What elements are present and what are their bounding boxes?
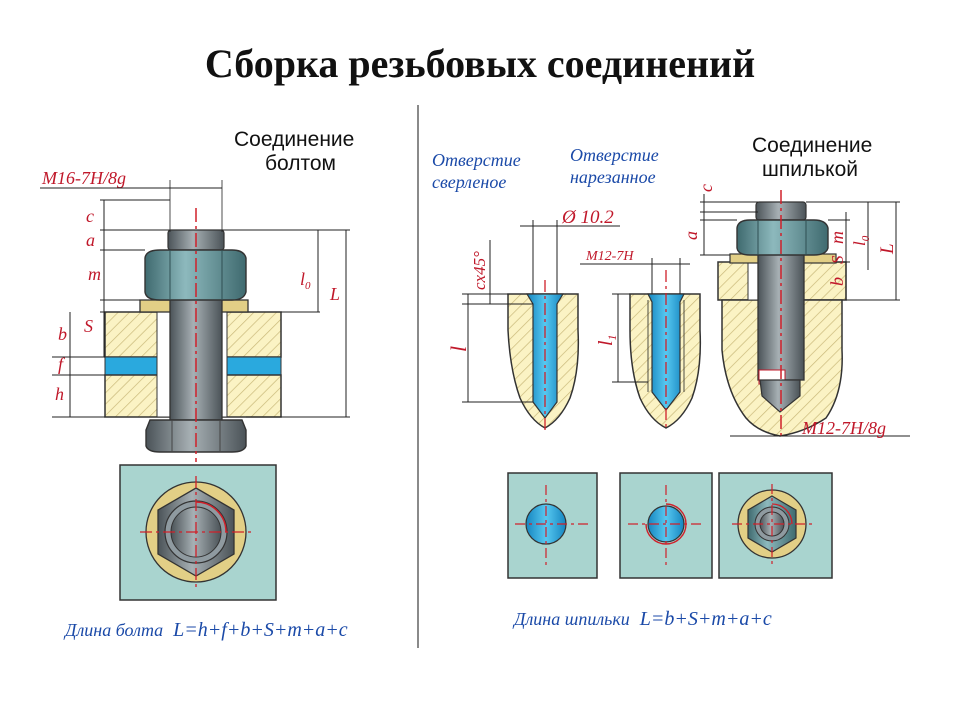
stud-top-view: [718, 472, 833, 579]
stud-nut: [736, 219, 829, 256]
bolt-dim-m: m: [88, 264, 101, 284]
stud-dim-S: S: [828, 255, 847, 264]
bolt-dim-S: S: [84, 316, 93, 336]
tapped-hole-top-view: [619, 472, 713, 579]
stud-connection-section: Соединение шпилькой: [512, 134, 910, 630]
drilled-hole-heading-line2: сверленое: [432, 172, 506, 192]
stud-dim-L: L: [877, 243, 898, 255]
drilled-hole-top-view: [507, 472, 598, 579]
bolt-nut: [144, 249, 247, 301]
bolt-top-view: [119, 464, 277, 601]
bolt-connection-section: Соединение болтом: [40, 128, 354, 641]
bolt-dim-L: L: [329, 284, 340, 304]
page-title: Сборка резьбовых соединений: [204, 41, 756, 86]
bolt-dim-b: b: [58, 324, 67, 344]
tapped-hole: [629, 270, 702, 430]
stud-dim-m: m: [827, 231, 847, 244]
drilled-hole-length: l: [446, 346, 471, 352]
drilled-hole-heading-line1: Отверстие: [432, 150, 521, 170]
bolt-heading-line2: болтом: [265, 152, 336, 175]
bolt-dim-a: a: [86, 230, 95, 250]
tapped-hole-thread: M12-7H: [585, 249, 634, 264]
bolt-dim-f: f: [58, 354, 66, 374]
stud-dim-a: a: [681, 231, 701, 240]
stud-thread-callout: M12-7H/8g: [801, 418, 886, 438]
bolt-dim-c: c: [86, 206, 94, 226]
holes-section: Отверстие сверленое Отверстие нарезанное…: [432, 145, 713, 579]
bolt-dim-h: h: [55, 384, 64, 404]
tapped-hole-heading-line1: Отверстие: [570, 145, 659, 165]
stud-dim-c: c: [696, 184, 716, 192]
drilled-hole-chamfer: cx45°: [470, 251, 489, 290]
stud-dimensions: [700, 194, 910, 437]
stud-dim-b: b: [827, 277, 847, 286]
bolt-heading-line1: Соединение: [234, 128, 354, 151]
bolt-left-dimensions: [52, 199, 170, 418]
drilled-hole-diameter: Ø 10.2: [561, 207, 614, 228]
stud-heading-line2: шпилькой: [762, 158, 858, 181]
bolt-thread-callout: M16-7H/8g: [41, 168, 126, 188]
bolt-dim-l0: l0: [300, 269, 311, 292]
stud-dim-l0: l0: [850, 235, 872, 246]
tapped-hole-length: l1: [595, 334, 619, 346]
stud-heading-line1: Соединение: [752, 134, 872, 157]
tapped-hole-heading-line2: нарезанное: [570, 167, 656, 187]
drilled-hole: [507, 280, 580, 430]
bolt-right-dimensions: [222, 229, 350, 418]
